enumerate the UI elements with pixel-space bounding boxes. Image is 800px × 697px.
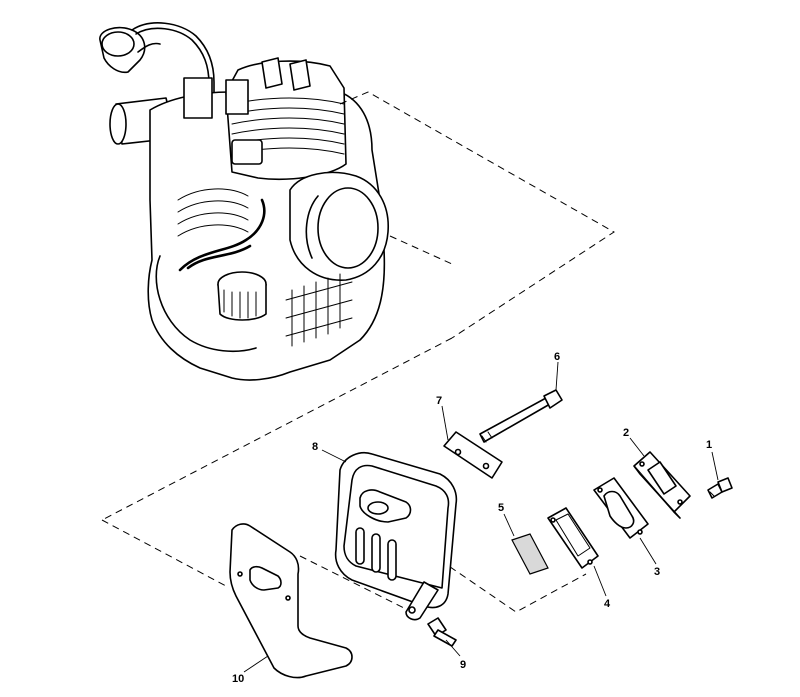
fuel-cap-icon (217, 271, 267, 321)
plate-part (443, 431, 503, 479)
callout-labels: 1 2 3 4 5 6 7 8 9 10 (232, 351, 712, 685)
spark-screen-part (511, 533, 549, 575)
callout-2: 2 (623, 427, 629, 439)
callout-8: 8 (312, 441, 318, 453)
recoil-cover-icon (289, 171, 389, 281)
bolt-9-part (427, 617, 457, 647)
callout-3: 3 (654, 566, 660, 578)
bolt-1-part (707, 477, 733, 499)
callout-5: 5 (498, 502, 504, 514)
callout-4: 4 (604, 598, 611, 610)
leader-lines (243, 361, 719, 673)
heat-shield-part (229, 523, 353, 679)
assembly-outline (101, 91, 615, 613)
long-bolt-part (479, 389, 563, 443)
exhaust-flange-part (633, 451, 691, 519)
callout-9: 9 (460, 659, 466, 671)
gasket-4-part (547, 507, 599, 569)
callout-1: 1 (706, 439, 712, 451)
muffler-part (334, 452, 458, 621)
callout-10: 10 (232, 673, 244, 685)
callout-7: 7 (436, 395, 442, 407)
engine-assembly (99, 22, 389, 381)
gasket-3-part (593, 477, 649, 539)
callout-6: 6 (554, 351, 560, 363)
spark-plug-cap-icon (99, 22, 215, 97)
